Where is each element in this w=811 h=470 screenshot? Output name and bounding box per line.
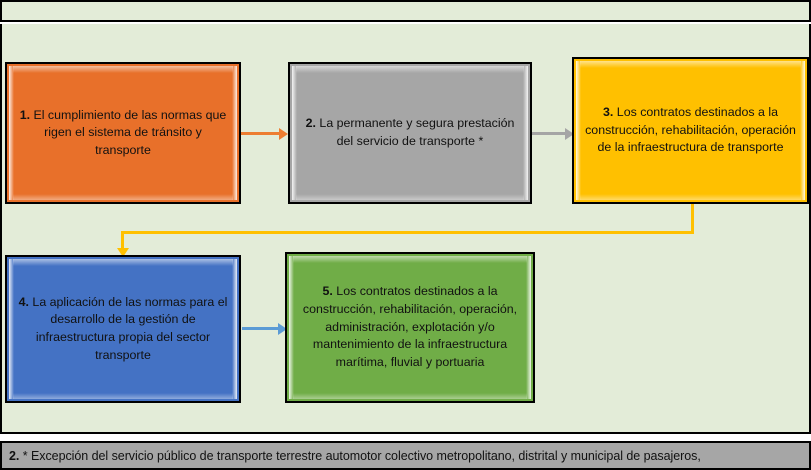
flow-box-1-body: El cumplimiento de las normas que rigen … [30,107,227,157]
flow-box-3-body: Los contratos destinados a la construcci… [585,105,796,155]
flow-box-5-text: 5. Los contratos destinados a la constru… [296,283,524,371]
flow-box-5[interactable]: 5. Los contratos destinados a la constru… [285,252,535,403]
flow-box-1-sheen-bottom [13,194,233,200]
flow-box-3[interactable]: 3. Los contratos destinados a la constru… [572,57,809,204]
footer-note-body: * Excepción del servicio público de tran… [19,448,701,463]
flow-box-2-sheen-top [296,66,524,73]
arrow-1-to-2-line [241,132,281,135]
flow-box-4-text: 4. La aplicación de las normas para el d… [16,294,230,364]
footer-note-text: 2. * Excepción del servicio público de t… [2,449,701,463]
footer-note-number: 2. [9,448,20,463]
top-strip-panel [0,0,811,22]
flow-box-3-text: 3. Los contratos destinados a la constru… [583,104,798,157]
flow-box-5-body: Los contratos destinados a la construcci… [302,284,518,369]
flow-box-1-text: 1. El cumplimiento de las normas que rig… [16,107,230,160]
flow-box-5-number: 5. [322,284,333,299]
flow-box-2-body: La permanente y segura prestación del se… [315,116,515,148]
arrow-3-to-4-segment-horizontal [121,231,694,234]
arrow-3-to-4-segment-down-left [121,231,124,250]
flow-box-1-number: 1. [19,107,31,122]
flow-box-1-sheen-top [13,66,233,73]
flow-box-4-sheen-top [13,259,233,266]
flow-box-2[interactable]: 2. La permanente y segura prestación del… [288,62,532,204]
flow-box-5-sheen-top [293,256,527,263]
flow-box-3-number: 3. [603,105,614,120]
flow-box-2-text: 2. La permanente y segura prestación del… [299,115,521,150]
flow-box-4-body: La aplicación de las normas para el desa… [28,294,228,362]
footer-note-panel: 2. * Excepción del servicio público de t… [0,441,811,470]
flow-box-1[interactable]: 1. El cumplimiento de las normas que rig… [5,62,241,204]
flow-box-4[interactable]: 4. La aplicación de las normas para el d… [5,255,241,403]
arrow-2-to-3-head [565,127,574,140]
arrow-4-to-5-line [242,327,280,330]
arrow-4-to-5-head [278,322,287,335]
flow-box-2-number: 2. [305,116,316,131]
flow-box-3-sheen-top [580,61,801,68]
flow-box-4-sheen-bottom [13,393,233,399]
flow-box-3-sheen-bottom [580,194,801,200]
flow-box-5-sheen-bottom [293,393,527,399]
arrow-1-to-2-head [279,127,288,140]
diagram-canvas: 1. El cumplimiento de las normas que rig… [0,24,811,434]
arrow-3-to-4-segment-down-right [691,204,694,234]
flow-box-2-sheen-bottom [296,194,524,200]
arrow-2-to-3-line [530,132,568,135]
flow-box-4-number: 4. [18,294,29,309]
arrow-3-to-4-head [116,248,129,257]
